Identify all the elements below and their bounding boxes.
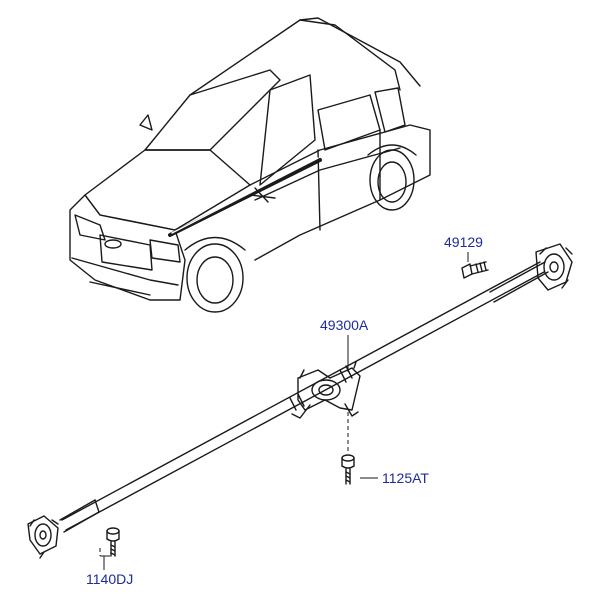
callout-1125AT: 1125AT: [382, 470, 429, 486]
callout-49300A: 49300A: [320, 317, 369, 333]
callout-49129: 49129: [444, 234, 483, 250]
rear-flange: [535, 243, 573, 291]
front-flange: [27, 515, 59, 559]
driveshaft-assembly: [59, 261, 549, 533]
callout-1140DJ: 1140DJ: [86, 571, 133, 587]
callout-labels: 49129 49300A 1125AT 1140DJ: [86, 234, 483, 587]
bolt-49129: [461, 261, 489, 279]
bolt-1125AT: [341, 454, 355, 485]
center-bearing: [291, 361, 361, 419]
bolt-1140DJ: [106, 527, 120, 557]
leader-lines: [99, 252, 469, 570]
vehicle-illustration: [69, 17, 431, 313]
